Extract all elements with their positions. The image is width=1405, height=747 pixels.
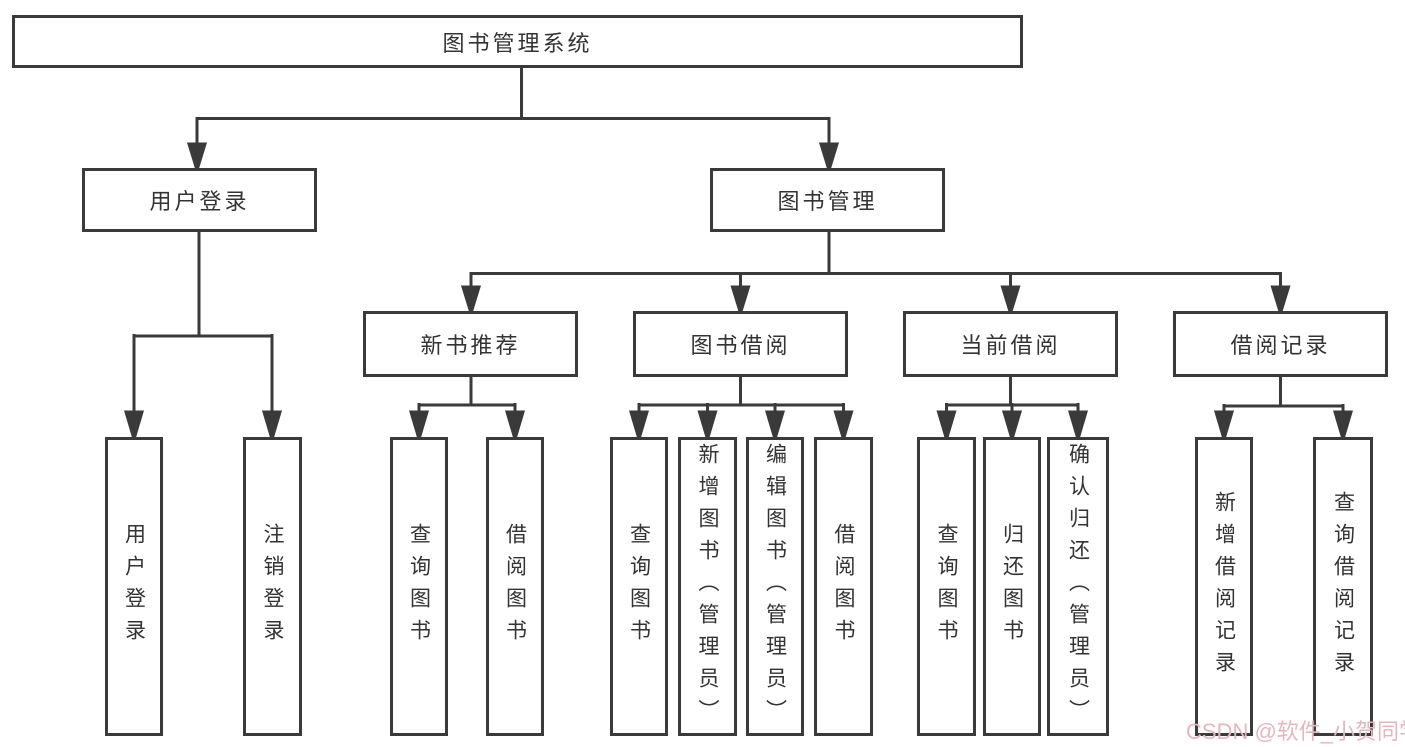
leaf-logout: 注销登录 xyxy=(243,437,302,736)
leaf-user-login-label: 用户登录 xyxy=(122,522,146,651)
leaf-newbook-borrow-book-label: 借阅图书 xyxy=(503,522,527,651)
leaf-add-borrow-record-label: 新增借阅记录 xyxy=(1212,490,1236,683)
leaf-edit-book-admin: 编辑图书（管理员） xyxy=(746,437,804,736)
node-user-login-label: 用户登录 xyxy=(149,189,250,214)
edge-userlogin-to-leaves xyxy=(123,232,283,445)
edge-newbook-to-leaves xyxy=(408,376,526,445)
node-current-borrow-label: 当前借阅 xyxy=(960,333,1061,358)
node-current-borrow: 当前借阅 xyxy=(903,311,1118,377)
leaf-borrow-query-book-label: 查询图书 xyxy=(627,522,651,651)
node-user-login: 用户登录 xyxy=(82,168,317,232)
csdn-watermark: CSDN @软件_小贺同学 xyxy=(1186,719,1405,744)
node-borrow-record-label: 借阅记录 xyxy=(1230,333,1331,358)
node-borrow-record: 借阅记录 xyxy=(1173,311,1388,377)
leaf-confirm-return-admin: 确认归还（管理员） xyxy=(1047,437,1109,736)
leaf-newbook-borrow-book: 借阅图书 xyxy=(486,437,544,736)
leaf-add-borrow-record: 新增借阅记录 xyxy=(1195,437,1253,736)
node-book-management: 图书管理 xyxy=(710,168,945,232)
leaf-return-book-label: 归还图书 xyxy=(1000,522,1024,651)
node-root-label: 图书管理系统 xyxy=(442,30,593,56)
leaf-add-book-admin-label: 新增图书（管理员） xyxy=(696,442,719,731)
edge-bookmgmt-to-level3 xyxy=(460,232,1291,319)
edge-bookborrow-to-leaves xyxy=(628,376,854,445)
leaf-edit-book-admin-label: 编辑图书（管理员） xyxy=(763,442,787,731)
node-book-management-label: 图书管理 xyxy=(777,189,878,214)
leaf-confirm-return-admin-label: 确认归还（管理员） xyxy=(1066,442,1090,731)
edge-root-to-level2 xyxy=(186,68,840,176)
leaf-return-book: 归还图书 xyxy=(983,437,1041,736)
node-new-book-recommend: 新书推荐 xyxy=(363,311,578,377)
leaf-current-query-book: 查询图书 xyxy=(917,437,976,736)
edge-borrowrecord-to-leaves xyxy=(1213,376,1354,445)
node-book-borrow-label: 图书借阅 xyxy=(690,333,791,358)
node-book-borrow: 图书借阅 xyxy=(633,311,848,377)
leaf-logout-label: 注销登录 xyxy=(261,522,284,651)
leaf-current-query-book-label: 查询图书 xyxy=(935,522,958,651)
node-root: 图书管理系统 xyxy=(12,15,1023,68)
edge-currentborrow-to-leaves xyxy=(936,376,1089,445)
leaf-query-borrow-record: 查询借阅记录 xyxy=(1313,437,1373,736)
leaf-query-borrow-record-label: 查询借阅记录 xyxy=(1331,490,1355,683)
leaf-newbook-query-book: 查询图书 xyxy=(390,437,448,736)
node-new-book-recommend-label: 新书推荐 xyxy=(420,333,521,358)
leaf-borrow-query-book: 查询图书 xyxy=(610,437,668,736)
leaf-borrow-borrow-book: 借阅图书 xyxy=(814,437,873,736)
leaf-add-book-admin: 新增图书（管理员） xyxy=(678,437,737,736)
leaf-borrow-borrow-book-label: 借阅图书 xyxy=(832,522,855,651)
leaf-user-login: 用户登录 xyxy=(105,437,163,736)
leaf-newbook-query-book-label: 查询图书 xyxy=(407,522,431,651)
